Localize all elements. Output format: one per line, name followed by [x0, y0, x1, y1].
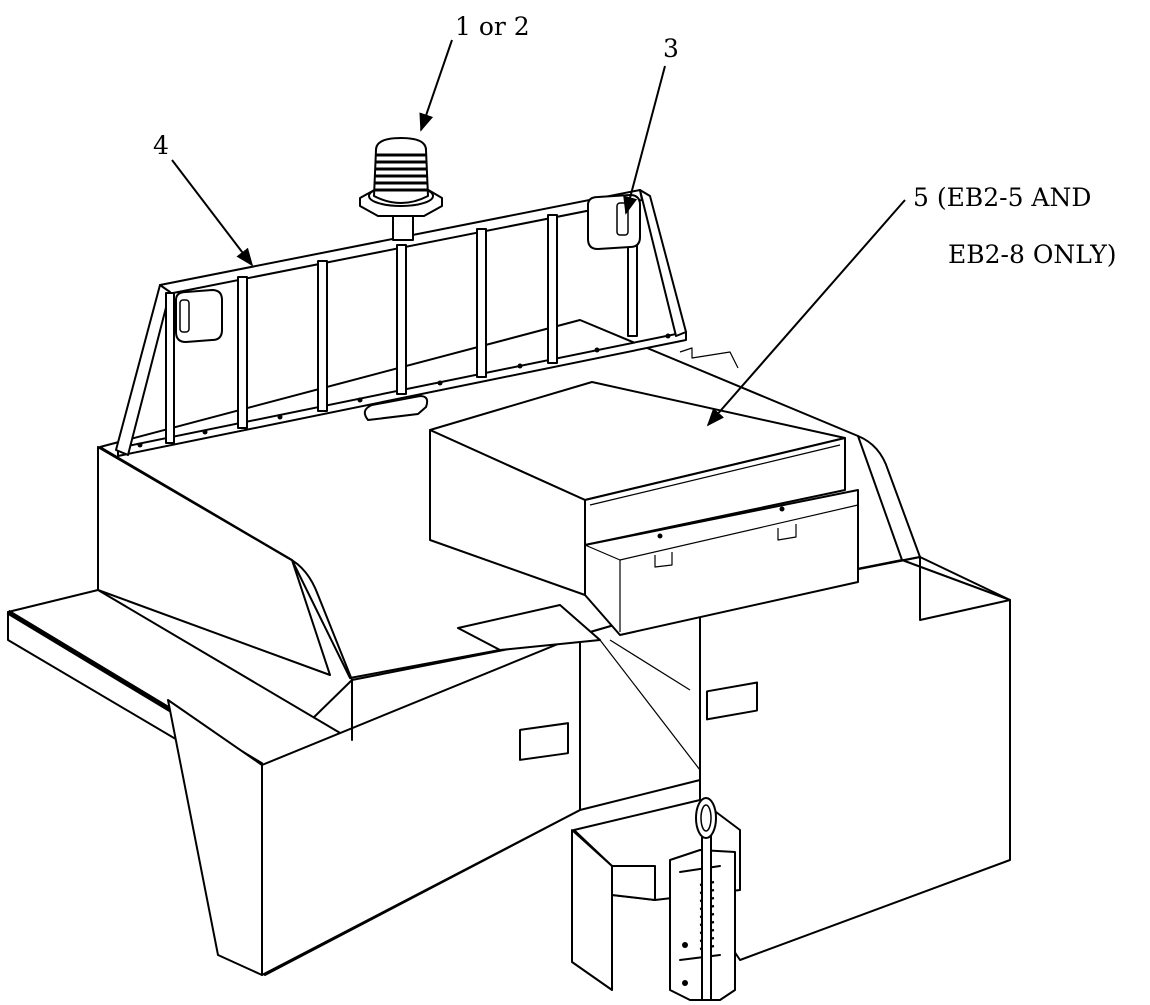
arrow-item-5: [706, 199, 906, 427]
callout-item-3: 3: [663, 34, 679, 63]
hitch-assembly: [571, 797, 741, 1001]
callout-item-5-line2: EB2-8 ONLY): [948, 240, 1117, 269]
callout-item-1-2: 1 or 2: [455, 12, 530, 41]
storage-box: [429, 381, 859, 636]
arrow-item-3: [623, 65, 666, 215]
guard-rail: [115, 189, 739, 457]
work-light-left: [175, 289, 223, 343]
callout-item-4: 4: [153, 131, 169, 160]
callout-item-5-line1: 5 (EB2-5 AND: [913, 183, 1092, 212]
work-light-right: [587, 194, 641, 250]
leader-arrows: [171, 39, 906, 427]
beacon-light: [359, 137, 443, 241]
arrow-item-4: [171, 159, 254, 267]
arrow-item-1-2: [419, 39, 453, 132]
